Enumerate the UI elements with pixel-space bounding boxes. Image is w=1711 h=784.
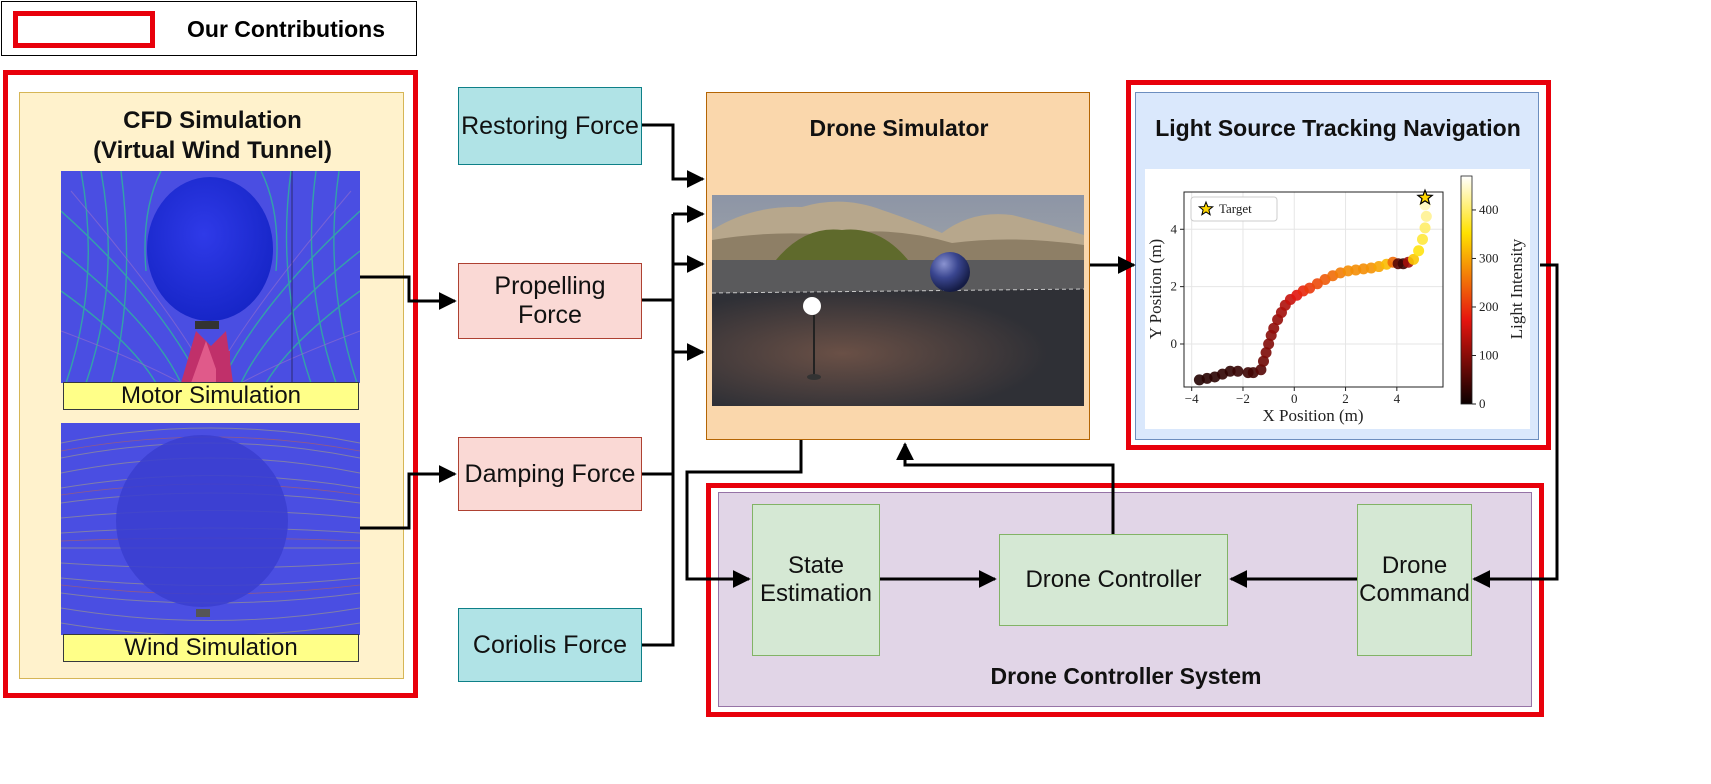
motor-simulation-label: Motor Simulation [63, 382, 359, 410]
drone-command-box: Drone Command [1357, 504, 1472, 656]
chart-legend-box [1190, 196, 1278, 222]
legend-label: Our Contributions [187, 16, 386, 42]
line-coriolis [642, 214, 675, 647]
colorbar-tick-label: 300 [1479, 250, 1499, 265]
restoring-force-box: Restoring Force [458, 87, 642, 165]
wind-simulation-image [61, 423, 360, 635]
colorbar-tick-label: 200 [1479, 299, 1499, 314]
legend-box: Our Contributions [1, 1, 417, 56]
x-tick-label: 2 [1342, 391, 1349, 406]
trajectory-point [1257, 355, 1269, 367]
trajectory-point [1255, 364, 1267, 376]
controller-highlight-frame [706, 483, 1544, 717]
trajectory-point [1260, 347, 1272, 359]
y-tick-label: 4 [1171, 221, 1178, 236]
target-star-marker [1416, 188, 1434, 206]
colorbar-tick-label: 0 [1479, 396, 1486, 411]
trajectory-chart: −4 −2 0 2 4 0 2 4 Target X Position (m) Y Posit… [1145, 169, 1530, 429]
motor-simulation-image [61, 171, 360, 383]
drone-simulator-render [712, 195, 1084, 406]
trajectory-point [1224, 365, 1236, 377]
x-tick-label: 0 [1291, 391, 1298, 406]
legend-red-swatch [13, 11, 155, 48]
x-axis-label: X Position (m) [1262, 406, 1363, 425]
coriolis-force-box: Coriolis Force [458, 608, 642, 682]
drone-controller-box: Drone Controller [999, 534, 1228, 626]
trajectory-point [1420, 210, 1432, 222]
state-estimation-line1: State [787, 552, 845, 579]
trajectory-point [1413, 245, 1425, 257]
cfd-title-line2: (Virtual Wind Tunnel) [93, 137, 332, 164]
trajectory-point [1408, 253, 1420, 265]
colorbar-tick-label: 400 [1479, 202, 1499, 217]
trajectory-point [1419, 222, 1431, 234]
colorbar-tick-label: 100 [1479, 347, 1499, 362]
colorbar [1460, 175, 1473, 405]
controller-system-title: Drone Controller System [990, 663, 1262, 689]
drone-command-line1: Drone [1381, 552, 1448, 579]
x-tick-label: −2 [1236, 391, 1250, 406]
state-estimation-box: State Estimation [752, 504, 880, 656]
legend-target-star [1197, 200, 1215, 216]
x-tick-label: −4 [1185, 391, 1199, 406]
trajectory-point [1232, 365, 1244, 377]
arrow-restoring-to-simulator [642, 123, 705, 188]
x-tick-label: 4 [1394, 391, 1401, 406]
trajectory-point [1416, 233, 1428, 245]
drone-simulator-title: Drone Simulator [809, 115, 989, 141]
legend-target-label: Target [1219, 201, 1252, 216]
drone-command-line2: Command [1359, 580, 1470, 607]
propelling-force-box: Propelling Force [458, 263, 642, 339]
y-tick-label: 2 [1171, 279, 1178, 294]
state-estimation-line2: Estimation [759, 580, 873, 607]
wind-simulation-label: Wind Simulation [63, 634, 359, 662]
cfd-title-line1: CFD Simulation [123, 107, 302, 134]
plot-frame [1183, 191, 1444, 388]
colorbar-label: Light Intensity [1507, 238, 1526, 339]
trajectory-point [1263, 338, 1275, 350]
y-tick-label: 0 [1171, 336, 1178, 351]
navigation-title: Light Source Tracking Navigation [1155, 115, 1521, 141]
y-axis-label: Y Position (m) [1146, 239, 1165, 339]
trajectory-point [1268, 322, 1280, 334]
damping-force-box: Damping Force [458, 437, 642, 511]
trajectory-plot-svg: −4 −2 0 2 4 0 2 4 Target X Position (m) Y Posit… [1146, 175, 1526, 425]
cfd-highlight-frame [3, 70, 418, 698]
